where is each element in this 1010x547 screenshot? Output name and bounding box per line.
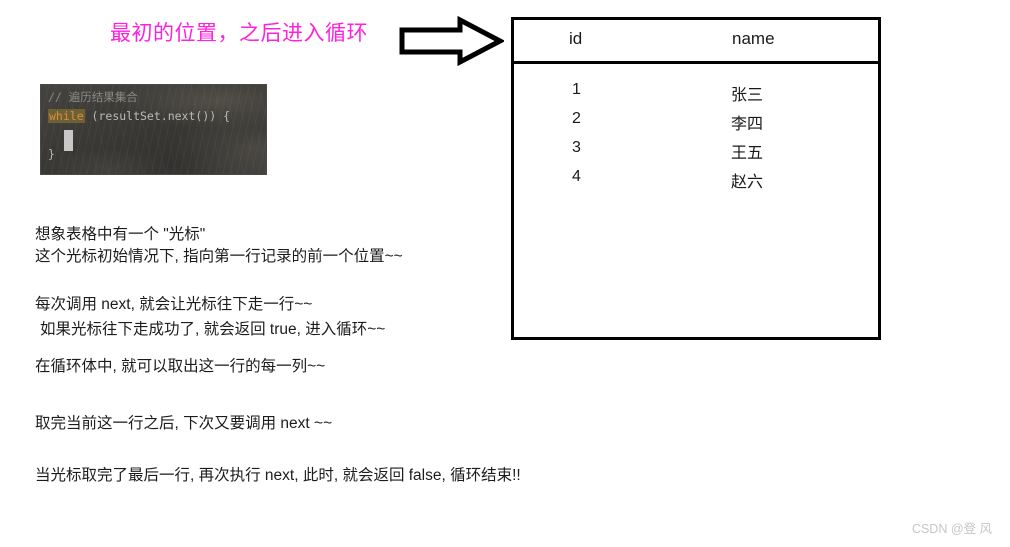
code-empty-line (41, 126, 266, 145)
table-cell-id: 4 (572, 168, 581, 185)
note-line: 在循环体中, 就可以取出这一行的每一列~~ (35, 358, 326, 375)
code-closing-brace-line: } (48, 147, 55, 161)
table-row: 4 赵六 (514, 168, 878, 197)
table-body: 1 张三 2 李四 3 王五 4 赵六 (514, 64, 878, 197)
note-line: 每次调用 next, 就会让光标往下走一行~~ (35, 296, 313, 313)
code-background-texture (41, 85, 266, 174)
note-line: 如果光标往下走成功了, 就会返回 true, 进入循环~~ (40, 321, 386, 338)
annotation-heading: 最初的位置，之后进入循环 (110, 22, 368, 45)
table-cell-id: 1 (572, 81, 581, 98)
right-block-arrow-icon (398, 15, 506, 67)
note-line: 想象表格中有一个 "光标" (35, 226, 206, 243)
table-cell-name: 赵六 (731, 174, 764, 191)
table-cell-id: 2 (572, 110, 581, 127)
note-line: 这个光标初始情况下, 指向第一行记录的前一个位置~~ (35, 248, 403, 265)
note-line: 取完当前这一行之后, 下次又要调用 next ~~ (35, 415, 333, 432)
note-line: 当光标取完了最后一行, 再次执行 next, 此时, 就会返回 false, 循… (35, 467, 521, 484)
watermark: CSDN @登 风 (911, 522, 992, 536)
code-comment-line: // 遍历结果集合 (48, 90, 138, 104)
column-header-id: id (569, 29, 583, 48)
code-keyword-while: while (48, 109, 85, 123)
table-cell-id: 3 (572, 139, 581, 156)
table-row: 3 王五 (514, 139, 878, 168)
code-while-line: while (resultSet.next()) { (41, 107, 266, 126)
table-row: 2 李四 (514, 110, 878, 139)
table-cell-name: 王五 (731, 145, 764, 162)
result-set-table: id name 1 张三 2 李四 3 王五 4 赵六 (511, 17, 881, 340)
table-cell-name: 李四 (731, 116, 764, 133)
code-while-condition: (resultSet.next()) { (84, 109, 231, 123)
column-header-name: name (732, 29, 775, 48)
table-cell-name: 张三 (731, 87, 764, 104)
table-header-row: id name (514, 20, 878, 64)
table-row: 1 张三 (514, 81, 878, 110)
code-snippet: // 遍历结果集合 while (resultSet.next()) { } (40, 84, 267, 175)
text-cursor (64, 130, 73, 151)
explanation-notes: 想象表格中有一个 "光标" 这个光标初始情况下, 指向第一行记录的前一个位置~~ 每… (35, 225, 655, 485)
